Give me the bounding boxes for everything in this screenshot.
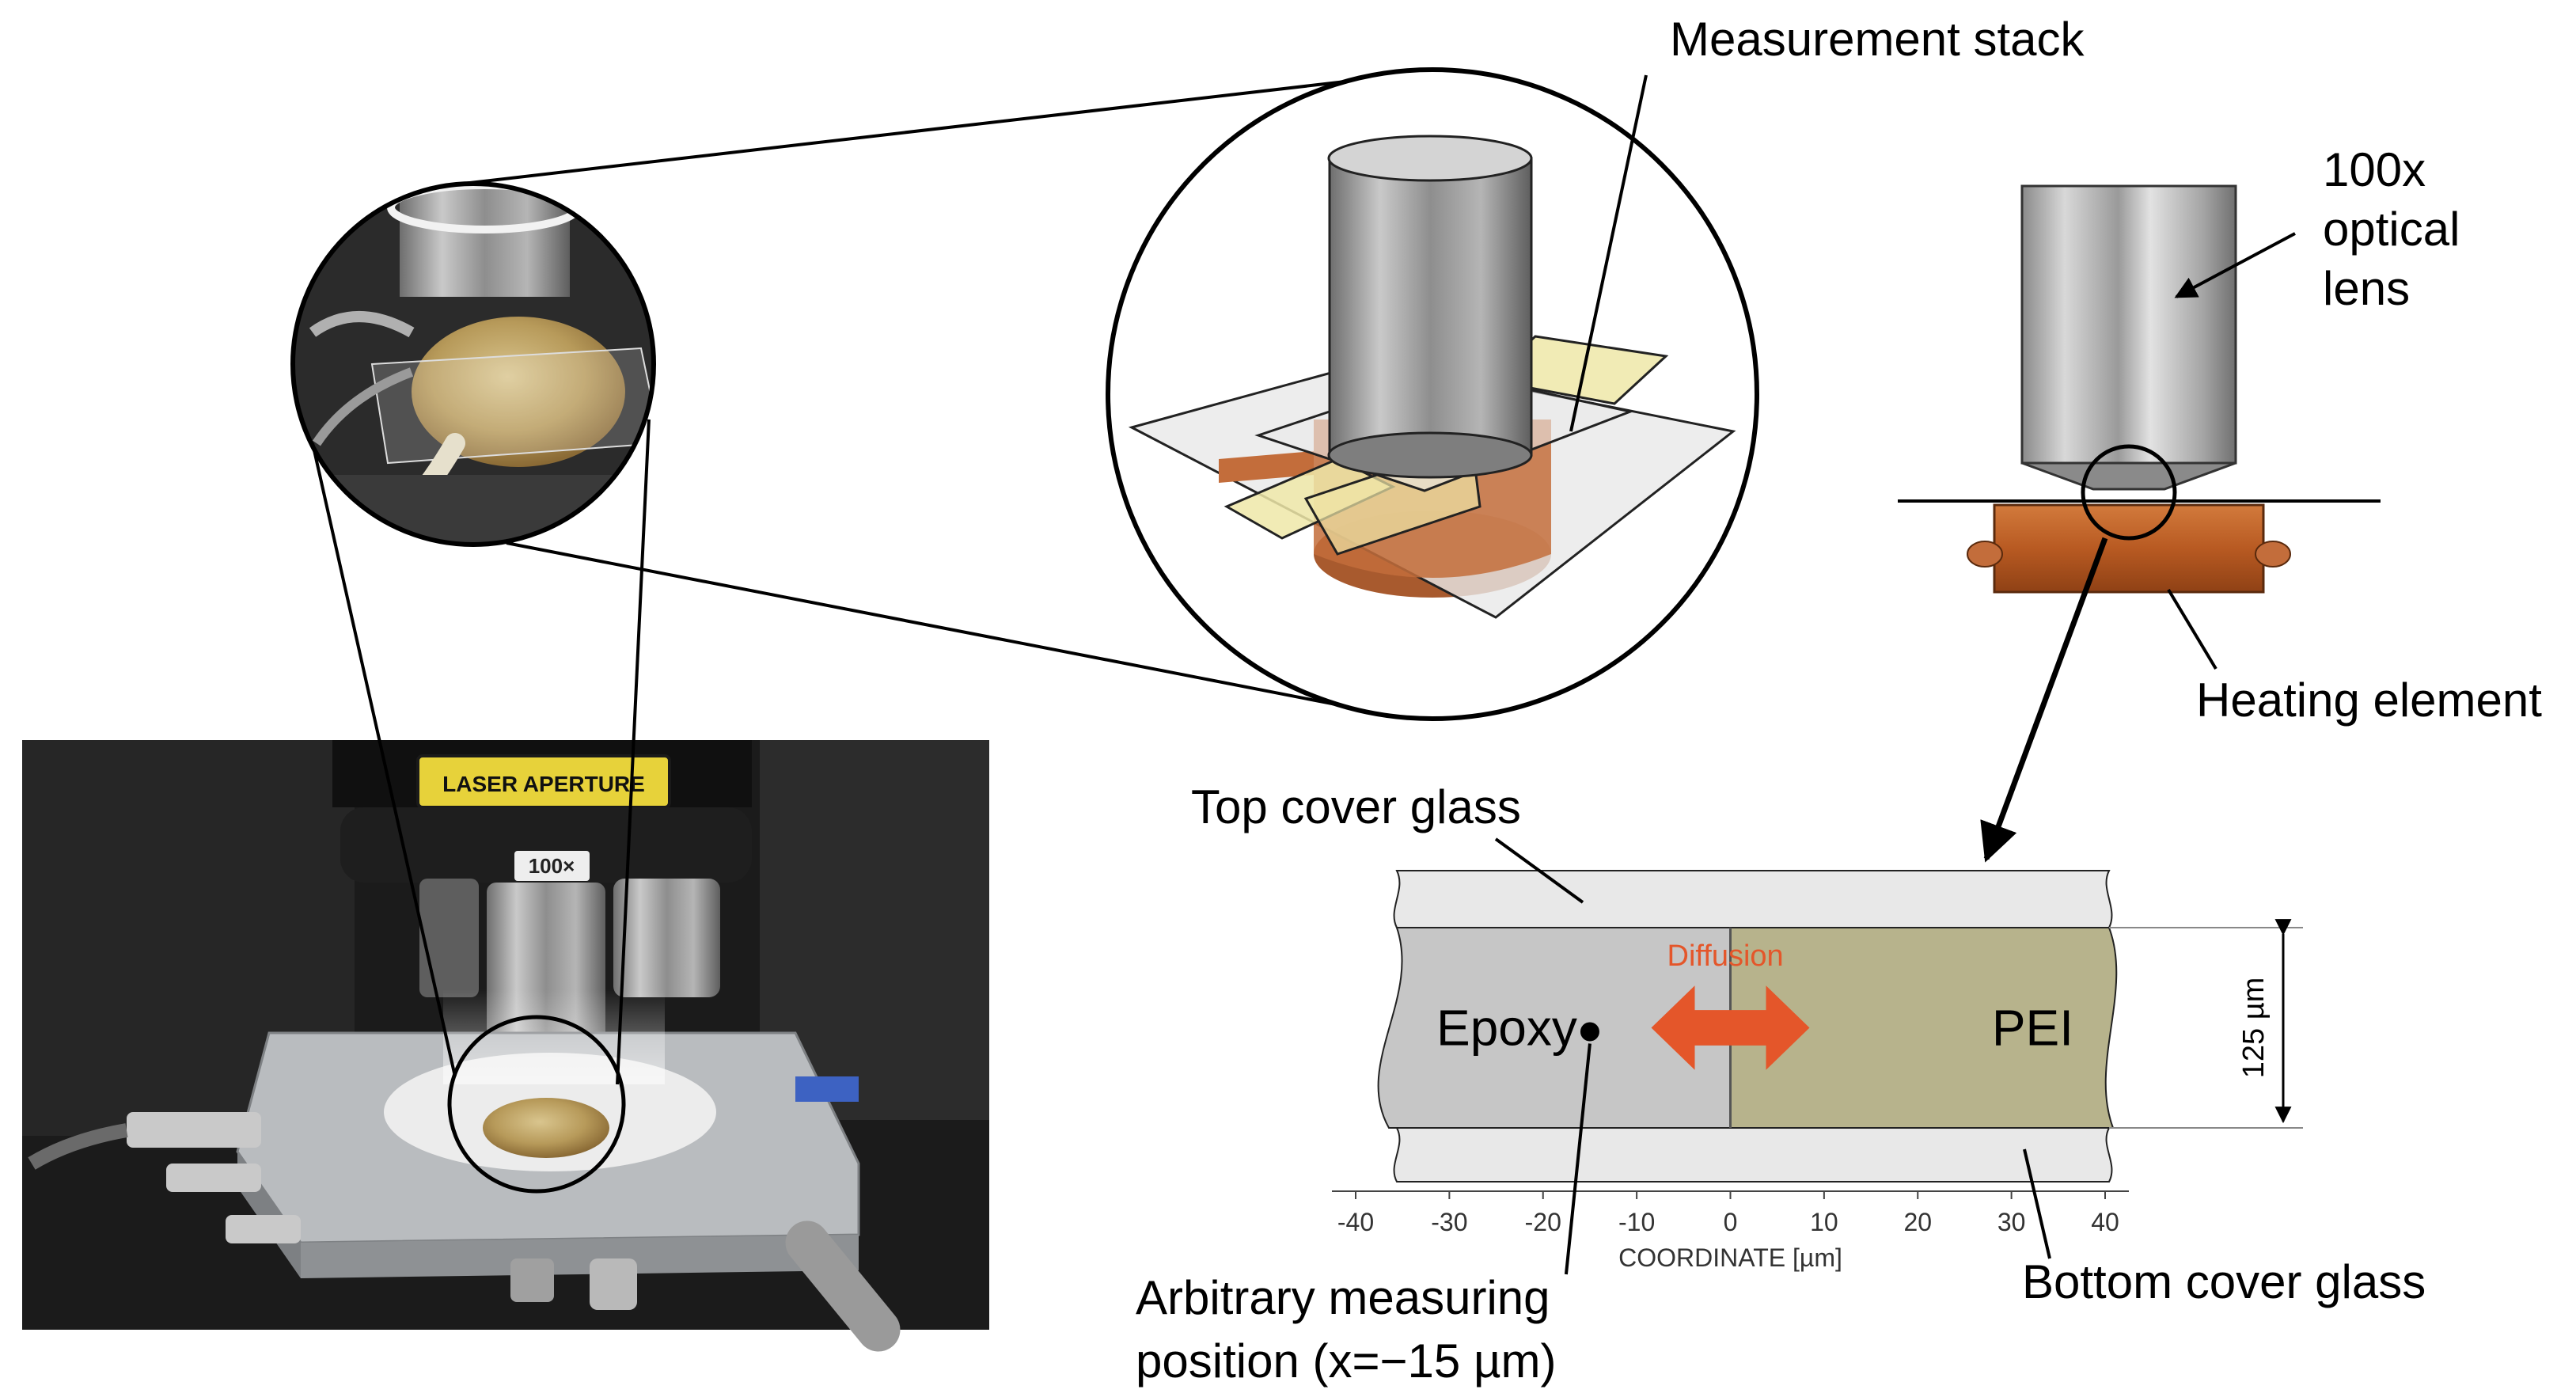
heater-body bbox=[1993, 503, 2265, 594]
objective-right bbox=[613, 879, 720, 997]
laser-aperture-text: LASER APERTURE bbox=[442, 772, 645, 796]
lens-tip bbox=[2021, 461, 2236, 491]
x-axis-ticks: -40 -30 -20 -10 0 10 20 30 40 bbox=[1337, 1191, 2119, 1236]
x-axis-tick-label: -10 bbox=[1618, 1208, 1655, 1236]
heater-knob-right bbox=[2255, 541, 2291, 568]
measuring-position-leader bbox=[1564, 1043, 1592, 1275]
render-cylinder-bottom bbox=[1327, 431, 1533, 479]
bottom-cover-glass-layer bbox=[1393, 1127, 2113, 1183]
x-axis-label: COORDINATE [µm] bbox=[1618, 1243, 1842, 1272]
cross-section: -40 -30 -20 -10 0 10 20 30 40 bbox=[1332, 870, 2303, 1236]
lens-label-line-2: optical bbox=[2323, 203, 2460, 256]
detail-focus-circle bbox=[2081, 444, 2177, 541]
stage-blue-tag bbox=[795, 1076, 859, 1102]
detail-tube-3 bbox=[313, 367, 414, 446]
stage-plate-front bbox=[301, 1235, 859, 1278]
x-axis-tick-label: 40 bbox=[2091, 1208, 2119, 1236]
objective-tag-text: 100× bbox=[529, 854, 575, 878]
epoxy-layer bbox=[1377, 927, 1732, 1129]
detail-cover-glass bbox=[370, 347, 654, 465]
x-axis-tick-label: -20 bbox=[1525, 1208, 1561, 1236]
x-axis-tick-label: -30 bbox=[1431, 1208, 1467, 1236]
lens-leader bbox=[2174, 232, 2296, 298]
bottom-cover-glass-label: Bottom cover glass bbox=[2022, 1255, 2426, 1308]
lens-label-line-3: lens bbox=[2323, 262, 2410, 315]
render-heater-pin-left bbox=[1219, 451, 1314, 483]
diffusion-arrow bbox=[1651, 985, 1810, 1070]
render-cylinder-body bbox=[1328, 157, 1533, 457]
heater-knob-left bbox=[1967, 541, 2003, 568]
zoom-line-top bbox=[462, 80, 1346, 185]
measurement-stack-label: Measurement stack bbox=[1670, 13, 2085, 66]
stage-connector-3 bbox=[226, 1215, 301, 1243]
render-circle-outline bbox=[1106, 67, 1759, 721]
x-axis-tick-label: -40 bbox=[1337, 1208, 1374, 1236]
photo-zoom-ring bbox=[447, 1015, 626, 1194]
x-axis-tick-label: 0 bbox=[1724, 1208, 1738, 1236]
top-cover-glass-leader bbox=[1494, 837, 1584, 904]
objective-left bbox=[419, 879, 479, 997]
stage-sample bbox=[483, 1098, 609, 1158]
heating-element-label: Heating element bbox=[2196, 674, 2542, 727]
detail-tube-2 bbox=[309, 311, 415, 338]
measurement-stack-leader bbox=[1569, 74, 1648, 432]
epoxy-label: Epoxy bbox=[1436, 1000, 1577, 1057]
x-axis-tick-label: 30 bbox=[1997, 1208, 2026, 1236]
stage-port-1 bbox=[510, 1258, 554, 1302]
photo-light-glow bbox=[443, 989, 665, 1084]
top-cover-glass-layer bbox=[1393, 870, 2113, 928]
zoom-down-arrow bbox=[1980, 537, 2108, 863]
x-axis-tick-label: 20 bbox=[1903, 1208, 1932, 1236]
heating-element-leader bbox=[2167, 588, 2217, 670]
side-view bbox=[1898, 184, 2381, 594]
thickness-label: 125 µm bbox=[2237, 978, 2271, 1079]
zoom-line-right bbox=[616, 419, 651, 1085]
detail-sample-disc bbox=[412, 317, 625, 467]
pei-label: PEI bbox=[1992, 1000, 2073, 1057]
zoom-line-left bbox=[311, 442, 457, 1077]
objective-tag bbox=[514, 851, 590, 881]
measuring-position-label-2: position (x=−15 µm) bbox=[1136, 1334, 1556, 1388]
top-cover-glass-label: Top cover glass bbox=[1191, 780, 1521, 833]
lens-body bbox=[2020, 184, 2237, 465]
diffusion-label: Diffusion bbox=[1667, 940, 1784, 973]
photo-zoom-detail bbox=[290, 181, 656, 547]
stage-cable bbox=[28, 1123, 128, 1170]
measuring-position-label-1: Arbitrary measuring bbox=[1136, 1271, 1550, 1324]
measurement-stack-render bbox=[1106, 67, 1759, 721]
measuring-point-marker bbox=[1580, 1022, 1599, 1042]
lens-label-line-1: 100x bbox=[2323, 143, 2426, 196]
stage-tube bbox=[785, 1220, 901, 1352]
stage-connector-2 bbox=[166, 1164, 261, 1192]
stage-port-2 bbox=[590, 1258, 637, 1310]
bottom-cover-glass-leader bbox=[2023, 1148, 2051, 1259]
pei-layer bbox=[1729, 927, 2118, 1129]
nosepiece bbox=[340, 807, 752, 883]
stage-connector-1 bbox=[127, 1112, 261, 1148]
render-cylinder-top bbox=[1327, 135, 1533, 182]
lab-photo: LASER APERTURE 100× bbox=[22, 740, 989, 1352]
x-axis-tick-label: 10 bbox=[1810, 1208, 1838, 1236]
detail-objective bbox=[400, 184, 570, 297]
zoom-line-bottom bbox=[506, 541, 1394, 717]
